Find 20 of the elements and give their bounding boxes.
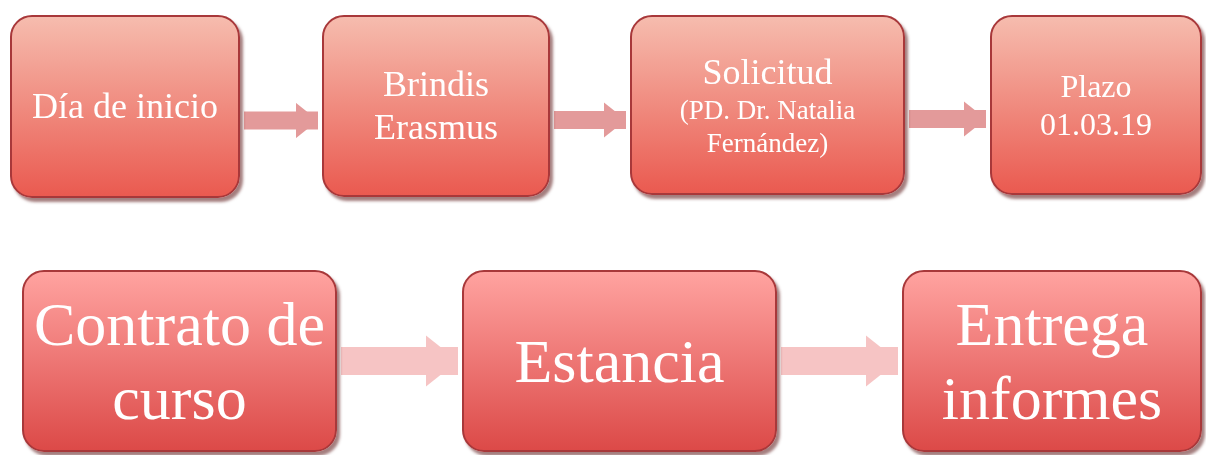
box-subtitle: (PD. Dr. Natalia Fernández): [678, 94, 857, 159]
box-title: Entrega informes: [940, 288, 1164, 434]
process-box: [462, 270, 777, 452]
block-arrow: [909, 101, 986, 137]
block-arrow: [341, 335, 458, 387]
process-box: [902, 270, 1202, 452]
box-title: Estancia: [514, 325, 725, 397]
block-arrow: [781, 335, 898, 387]
block-arrow: [244, 102, 318, 139]
process-box: [990, 15, 1202, 195]
block-arrow: [554, 102, 626, 138]
process-box: [322, 15, 550, 197]
process-box: [630, 15, 905, 195]
box-title: Día de inicio: [32, 84, 218, 128]
box-title: Plazo 01.03.19: [1039, 66, 1153, 144]
process-box: [22, 270, 337, 452]
box-title: Solicitud: [702, 51, 833, 94]
process-box: [10, 15, 240, 198]
box-title: Brindis Erasmus: [373, 62, 499, 149]
box-title: Contrato de curso: [34, 288, 325, 434]
